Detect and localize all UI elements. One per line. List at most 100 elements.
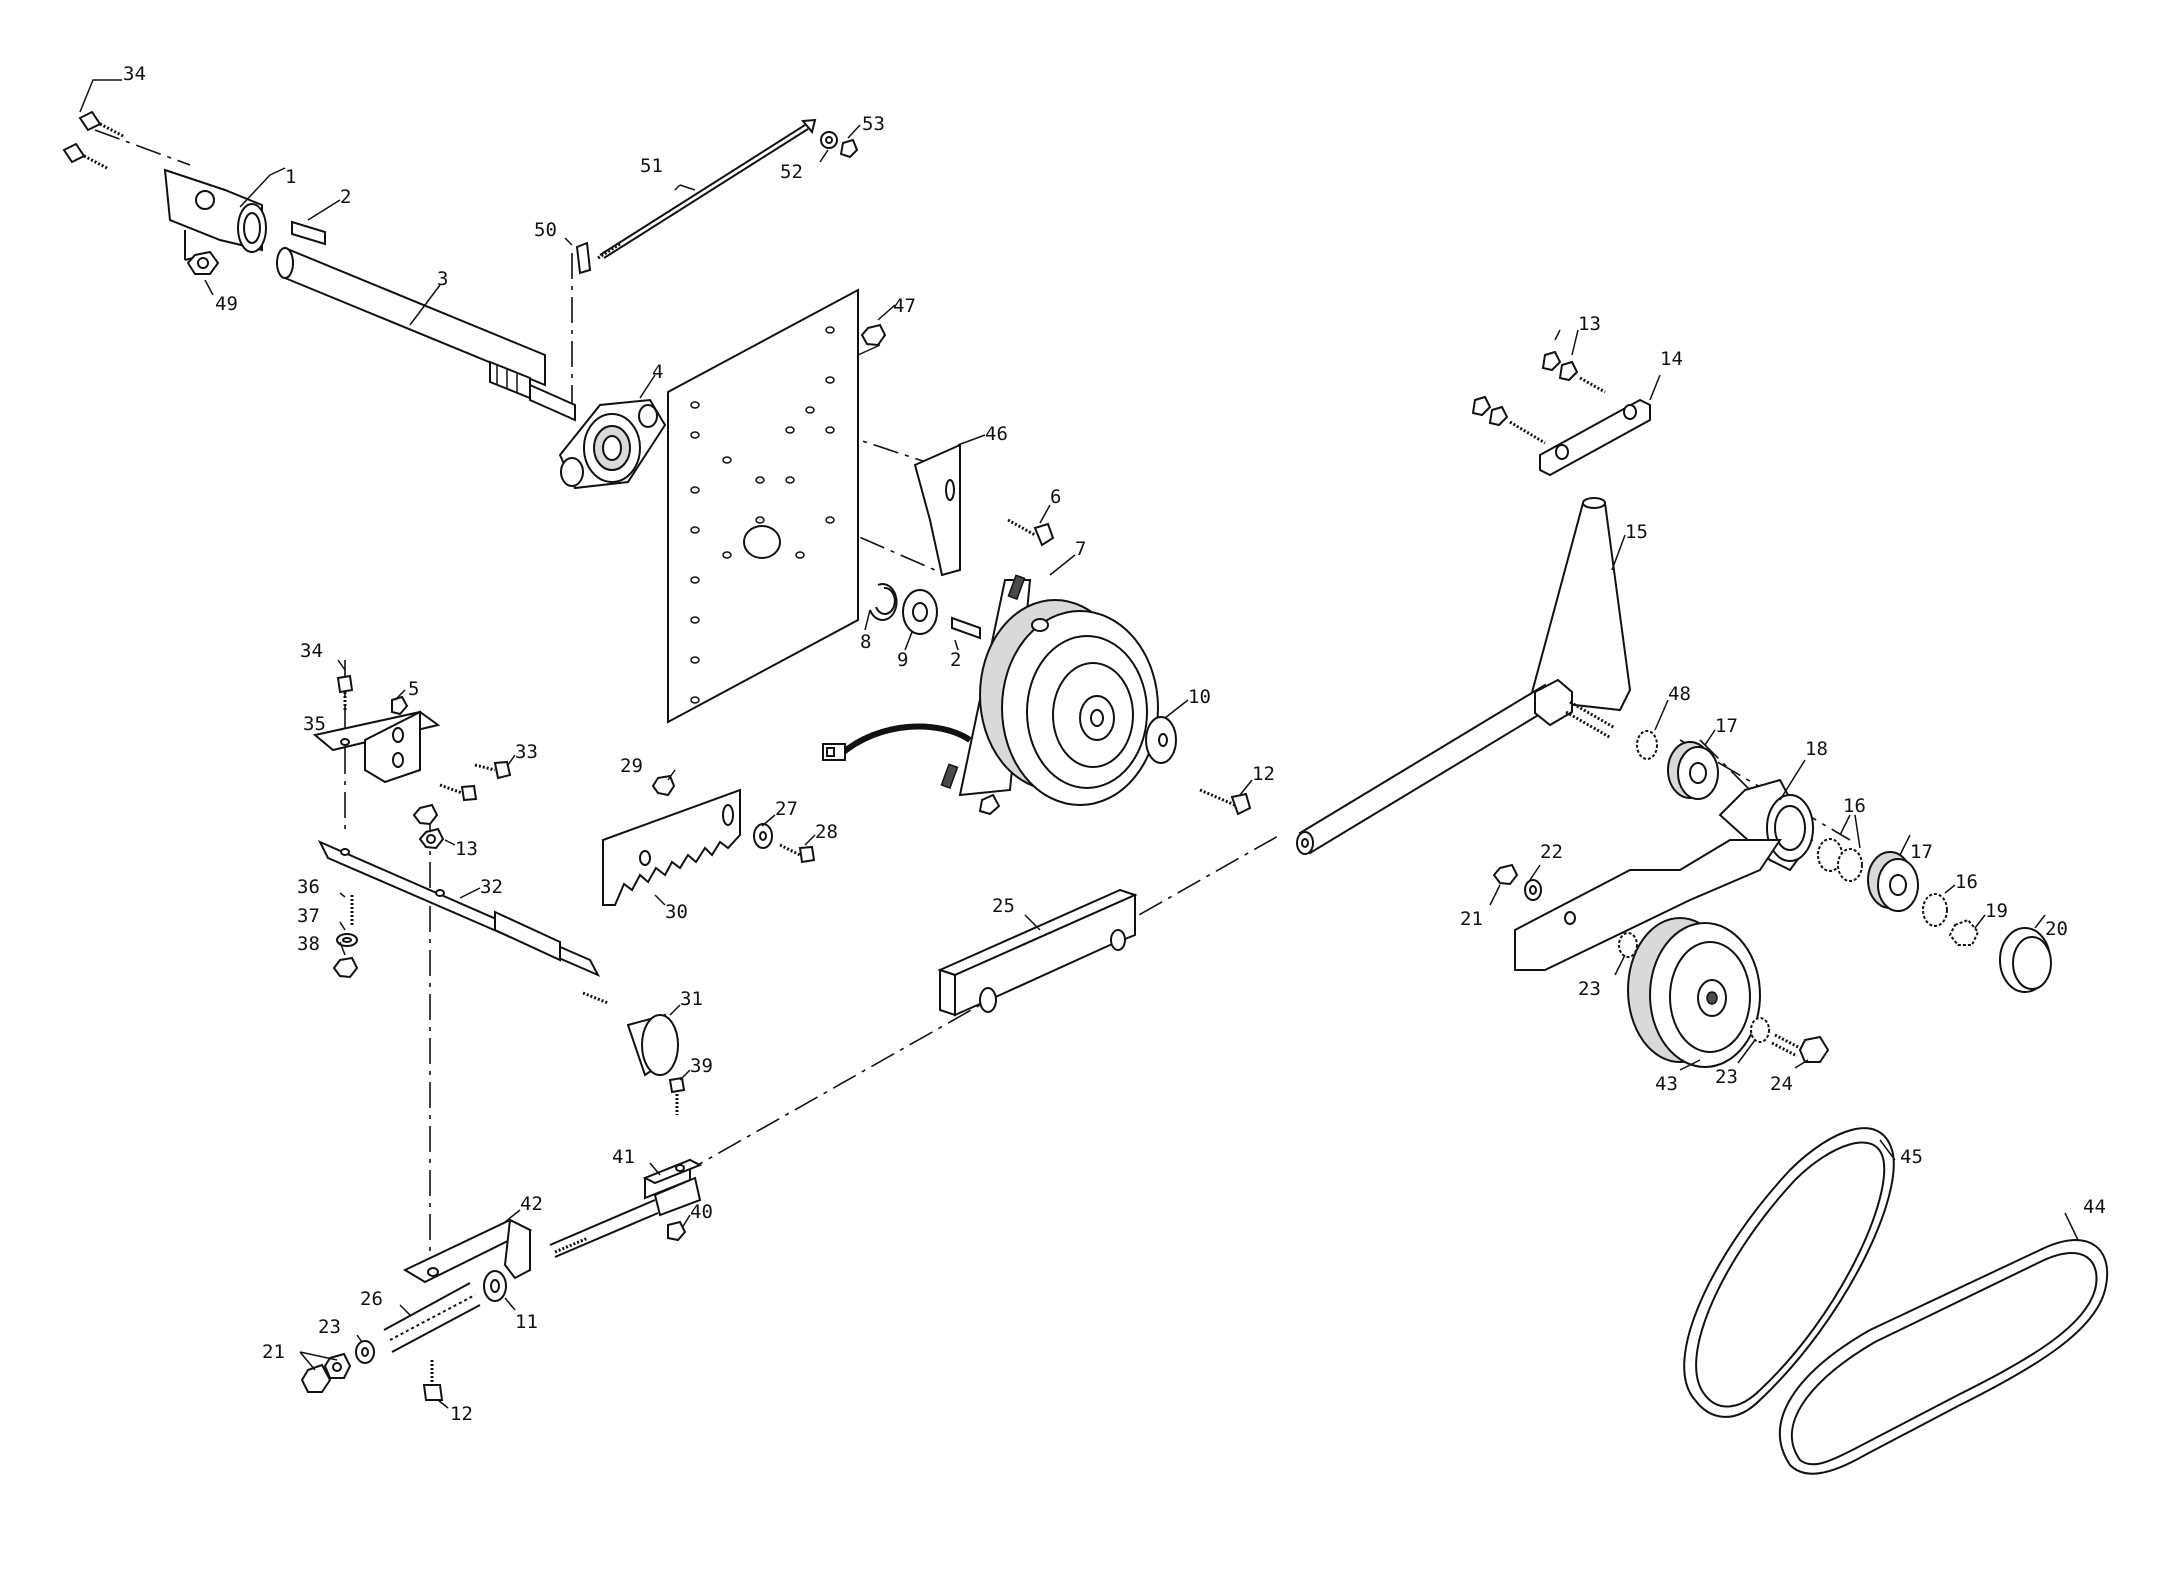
- callout-38: 38: [297, 933, 320, 955]
- callout-22: 22: [1540, 841, 1563, 863]
- washer-part-37: [336, 933, 358, 947]
- key-part-2b: [951, 616, 981, 640]
- idler-arm-part-18: [1514, 778, 1814, 971]
- callout-8: 8: [860, 631, 871, 653]
- screw-part-39: [668, 1076, 686, 1115]
- key-part-2: [291, 220, 326, 246]
- yoke-part-1: [163, 168, 267, 261]
- bolt-part-28: [779, 843, 816, 864]
- washer-part-10: [1145, 716, 1177, 764]
- callout-34b: 34: [300, 640, 323, 662]
- bracket-part-46: [913, 443, 961, 577]
- callout-29: 29: [620, 755, 643, 777]
- callout-25: 25: [992, 895, 1015, 917]
- callout-16: 16: [1843, 795, 1866, 817]
- callout-23b: 23: [1578, 978, 1601, 1000]
- callout-30: 30: [665, 901, 688, 923]
- washer-part-23a: [355, 1340, 375, 1364]
- block-part-41: [642, 1158, 703, 1217]
- callout-49: 49: [215, 293, 238, 315]
- bolt-part-12a: [1199, 788, 1252, 816]
- washer-part-16a: [1817, 838, 1863, 882]
- bolt-part-33: [439, 760, 512, 802]
- nut-part-29: [651, 774, 676, 797]
- callout-50: 50: [534, 219, 557, 241]
- leader-lines: [79, 79, 2079, 1409]
- bar-part-14: [1539, 398, 1651, 477]
- nut-part-53: [839, 138, 859, 159]
- spring-part-26: [383, 1282, 481, 1353]
- bolt-part-34b: [336, 674, 354, 712]
- arm-part-15: [1296, 497, 1632, 855]
- nut-49: [186, 250, 220, 275]
- callout-47: 47: [893, 295, 916, 317]
- nut-part-47: [857, 323, 887, 356]
- nuts-part-13b: [1471, 350, 1606, 445]
- callout-23c: 23: [1715, 1066, 1738, 1088]
- callout-51: 51: [640, 155, 663, 177]
- callout-1: 1: [285, 166, 296, 188]
- mounting-plate: [667, 288, 859, 724]
- bearing-flange-part-4: [558, 398, 667, 490]
- callout-26: 26: [360, 1288, 383, 1310]
- washer-part-23c: [1750, 1017, 1770, 1043]
- callout-52: 52: [780, 161, 803, 183]
- callout-12b: 12: [450, 1403, 473, 1425]
- callout-21b: 21: [1460, 908, 1483, 930]
- nuts-part-21a: [300, 1352, 352, 1393]
- callout-48: 48: [1668, 683, 1691, 705]
- callout-2b: 2: [950, 649, 961, 671]
- nut-part-5: [391, 695, 409, 716]
- lockwasher-part-48: [1636, 730, 1658, 760]
- shaft-part-3: [276, 246, 576, 422]
- callout-32: 32: [480, 876, 503, 898]
- callout-44: 44: [2083, 1196, 2106, 1218]
- nut-part-19: [1948, 918, 1980, 946]
- callout-11: 11: [515, 1311, 538, 1333]
- callout-10: 10: [1188, 686, 1211, 708]
- channel-part-25: [937, 888, 1138, 1017]
- callout-4: 4: [652, 361, 663, 383]
- callout-45: 45: [1900, 1146, 1923, 1168]
- nut-part-38: [332, 956, 359, 979]
- callout-20: 20: [2045, 918, 2068, 940]
- rod-thread-left: [549, 1199, 659, 1258]
- callout-17: 17: [1715, 715, 1738, 737]
- callout-15: 15: [1625, 521, 1648, 543]
- callout-33: 33: [515, 741, 538, 763]
- callout-labels: 34 1 2 3 49 50 51 52 53 47 4 46 6 7 8 9 …: [123, 63, 2106, 1425]
- callout-43: 43: [1655, 1073, 1678, 1095]
- bearing-part-17b: [1867, 851, 1919, 912]
- washer-part-52: [820, 131, 838, 149]
- notched-plate-part-30: [602, 788, 741, 906]
- callout-53: 53: [862, 113, 885, 135]
- bolt-part-6: [1007, 518, 1055, 547]
- knob-part-31: [626, 1013, 679, 1077]
- nut-part-21b: [1492, 863, 1519, 886]
- belt-part-44: [1779, 1239, 2109, 1475]
- clutch-part-7: [940, 574, 1159, 816]
- washer-part-22: [1524, 879, 1542, 901]
- callout-41: 41: [612, 1146, 635, 1168]
- callout-42: 42: [520, 1193, 543, 1215]
- rod-part-51: [597, 118, 817, 260]
- callout-21: 21: [262, 1341, 285, 1363]
- callout-3: 3: [437, 268, 448, 290]
- washer-part-23b: [1618, 932, 1638, 958]
- callout-9: 9: [897, 649, 908, 671]
- callout-39: 39: [690, 1055, 713, 1077]
- callout-13: 13: [455, 838, 478, 860]
- callout-46: 46: [985, 423, 1008, 445]
- callout-6: 6: [1050, 486, 1061, 508]
- callout-40: 40: [690, 1201, 713, 1223]
- callout-7: 7: [1075, 538, 1086, 560]
- washer-part-11: [483, 1270, 507, 1302]
- bracket-part-35: [312, 710, 441, 784]
- washer-part-9: [902, 589, 938, 635]
- callout-37: 37: [297, 905, 320, 927]
- nuts-part-13a: [412, 803, 445, 850]
- callout-17b: 17: [1910, 841, 1933, 863]
- bolt-part-24: [1771, 1033, 1830, 1063]
- clutch-wire: [822, 723, 972, 761]
- callout-24: 24: [1770, 1073, 1793, 1095]
